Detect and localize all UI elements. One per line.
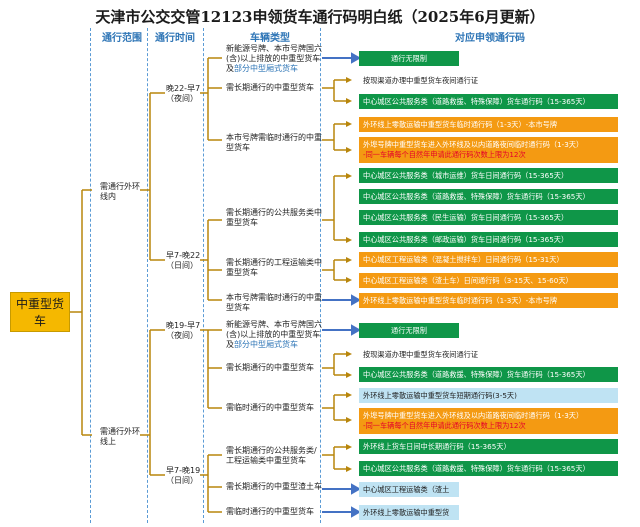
- time-day-1: 早7-晚22（日间）: [166, 251, 201, 270]
- pass-box-night-permit-2: 按现渠道办理中重型货车夜间通行证: [359, 347, 618, 362]
- pass-box-postal: 中心城区公共服务类（邮政运输）货车日间通行码（15-365天）: [359, 232, 618, 247]
- pass-box-night-permit-1: 按现渠道办理中重型货车夜间通行证: [359, 73, 618, 88]
- pass-box-public-rescue-1: 中心城区公共服务类（道路救援、特殊保障）货车通行码（15-365天）: [359, 94, 618, 109]
- vehicle-engineering: 需长期通行的工程运输类中重型货车: [226, 258, 322, 277]
- vehicle-temporary-4: 需临时通行的中重型货车: [226, 507, 314, 516]
- pass-box-temp-external-1: 外埠号牌中重型货车进入外环线及以内道路夜间临时通行码（1-3天） -同一车辆每个…: [359, 137, 618, 163]
- header-scope: 通行范围: [102, 33, 142, 44]
- pass-box-outer-ring-day: 外环线上货车日间中长期通行码（15-365天）: [359, 439, 618, 454]
- vehicle-label-highlight: 部分中型厢式货车: [234, 340, 298, 349]
- vehicle-long-term-1: 需长期通行的中重型货车: [226, 83, 314, 92]
- header-apply: 对应申领通行码: [455, 33, 525, 44]
- pass-box-muck-truck-2: 中心城区工程运输类（渣土: [359, 482, 459, 497]
- vehicle-label: 新能源号牌、本市号牌国六(含)以上排放的中重型货车及: [226, 320, 322, 349]
- divider-line: [203, 28, 204, 523]
- vehicle-label-highlight: 部分中型厢式货车: [234, 64, 298, 73]
- vehicle-new-energy-1: 新能源号牌、本市号牌国六(含)以上排放的中重型货车及部分中型厢式货车: [226, 44, 322, 74]
- divider-line: [147, 28, 148, 523]
- pass-box-city-ops: 中心城区公共服务类（城市运维）货车日间通行码（15-365天）: [359, 168, 618, 183]
- pass-box-temp-local-1: 外环线上零散运输中重型货车临时通行码（1-3天）-本市号牌: [359, 117, 618, 132]
- header-time: 通行时间: [155, 33, 195, 44]
- vehicle-long-term-2: 需长期通行的中重型货车: [226, 363, 314, 372]
- vehicle-new-energy-2: 新能源号牌、本市号牌国六(含)以上排放的中重型货车及部分中型厢式货车: [226, 320, 322, 350]
- vehicle-muck-truck: 需长期通行的中重型渣土车: [226, 482, 322, 491]
- pass-box-public-rescue-3: 中心城区公共服务类（道路救援、特殊保障）货车通行码（15-365天）: [359, 367, 618, 382]
- scope-inner: 需通行外环线内: [100, 182, 140, 201]
- pass-box-muck-truck-1: 中心城区工程运输类（渣土车）日间通行码（3-15天、15-60天）: [359, 273, 618, 288]
- pass-box-public-rescue-4: 中心城区公共服务类（道路救援、特殊保障）货车通行码（15-365天）: [359, 461, 618, 476]
- vehicle-public-engineering: 需长期通行的公共服务类/工程运输类中重型货车: [226, 446, 317, 465]
- pass-box-limit-note: -同一车辆每个自然年申请此通行码次数上限为12次: [363, 150, 526, 159]
- pass-box-concrete-mixer: 中心城区工程运输类（混凝土搅拌车）日间通行码（15-31天）: [359, 252, 618, 267]
- pass-box-text: 外埠号牌中重型货车进入外环线及以内道路夜间临时通行码（1-3天）: [363, 411, 584, 420]
- vehicle-temporary-1: 本市号牌需临时通行的中重型货车: [226, 133, 322, 152]
- scope-outer: 需通行外环线上: [100, 427, 140, 446]
- divider-line: [90, 28, 91, 523]
- time-night-1: 晚22-早7（夜间）: [166, 84, 201, 103]
- divider-line: [320, 28, 321, 523]
- pass-box-text: 外埠号牌中重型货车进入外环线及以内道路夜间临时通行码（1-3天）: [363, 140, 584, 149]
- pass-box-temp-external-2: 外埠号牌中重型货车进入外环线及以内道路夜间临时通行码（1-3天） -同一车辆每个…: [359, 408, 618, 434]
- pass-box-unrestricted-2: 通行无限制: [359, 323, 459, 338]
- vehicle-public-service: 需长期通行的公共服务类中重型货车: [226, 208, 322, 227]
- root-node-heavy-truck: 中重型货车: [10, 292, 70, 332]
- page-title: 天津市公交交管12123申领货车通行码明白纸（2025年6月更新）: [95, 8, 545, 26]
- pass-box-temp-outer: 外环线上零散运输中重型货: [359, 505, 459, 520]
- pass-box-short-term: 外环线上零散运输中重型货车短期通行码(3-5天): [359, 388, 618, 403]
- time-night-2: 晚19-早7（夜间）: [166, 321, 201, 340]
- pass-box-livelihood: 中心城区公共服务类（民生运输）货车日间通行码（15-365天）: [359, 210, 618, 225]
- pass-box-limit-note: -同一车辆每个自然年申请此通行码次数上限为12次: [363, 421, 526, 430]
- pass-box-public-rescue-2: 中心城区公共服务类（道路救援、特殊保障）货车通行码（15-365天）: [359, 189, 618, 204]
- pass-box-temp-local-2: 外环线上零散运输中重型货车临时通行码（1-3天）-本市号牌: [359, 293, 618, 308]
- time-day-2: 早7-晚19（日间）: [166, 466, 201, 485]
- vehicle-label: 新能源号牌、本市号牌国六(含)以上排放的中重型货车及: [226, 44, 322, 73]
- vehicle-temporary-3: 需临时通行的中重型货车: [226, 403, 314, 412]
- pass-box-unrestricted-1: 通行无限制: [359, 51, 459, 66]
- vehicle-temporary-2: 本市号牌需临时通行的中重型货车: [226, 293, 322, 312]
- header-vehicle: 车辆类型: [250, 33, 290, 44]
